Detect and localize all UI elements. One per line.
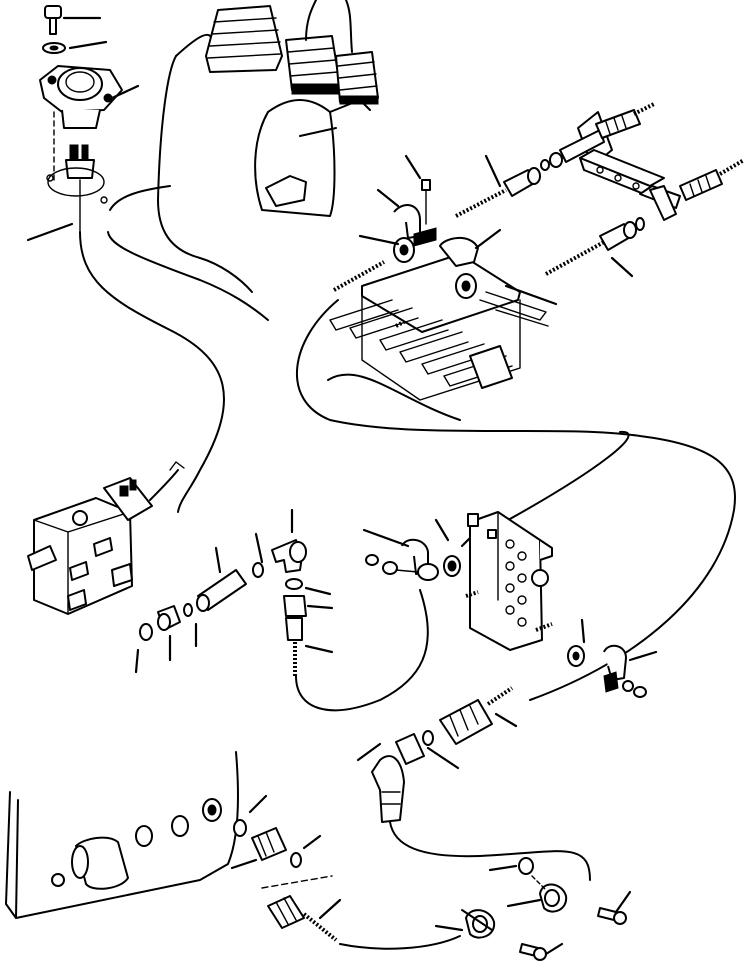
- operator-console: [107, 33, 371, 321]
- nut: [365, 554, 647, 698]
- hose-clamp: [362, 518, 658, 693]
- switch-body: [39, 65, 140, 129]
- hose-clamp: [434, 857, 568, 939]
- o-ring: [134, 532, 264, 674]
- elbow-fitting: [271, 508, 429, 712]
- adapter: [157, 605, 181, 662]
- solenoid-valve-block: [27, 461, 185, 615]
- mounting-bracket: [329, 154, 558, 401]
- mounting-bracket: [465, 511, 553, 651]
- bolt-1: [44, 5, 102, 35]
- hose-fitting: [540, 102, 746, 201]
- hydraulic-hose: [267, 895, 461, 950]
- washer-1: [42, 40, 108, 54]
- bolt-2: [519, 890, 632, 961]
- pipe-nipple: [196, 546, 247, 612]
- hydraulic-hose: [79, 231, 736, 701]
- tank-port: [5, 751, 333, 919]
- hydraulic-hose: [356, 686, 591, 881]
- joystick-boots: [205, 0, 379, 105]
- connector-plug: [26, 111, 108, 242]
